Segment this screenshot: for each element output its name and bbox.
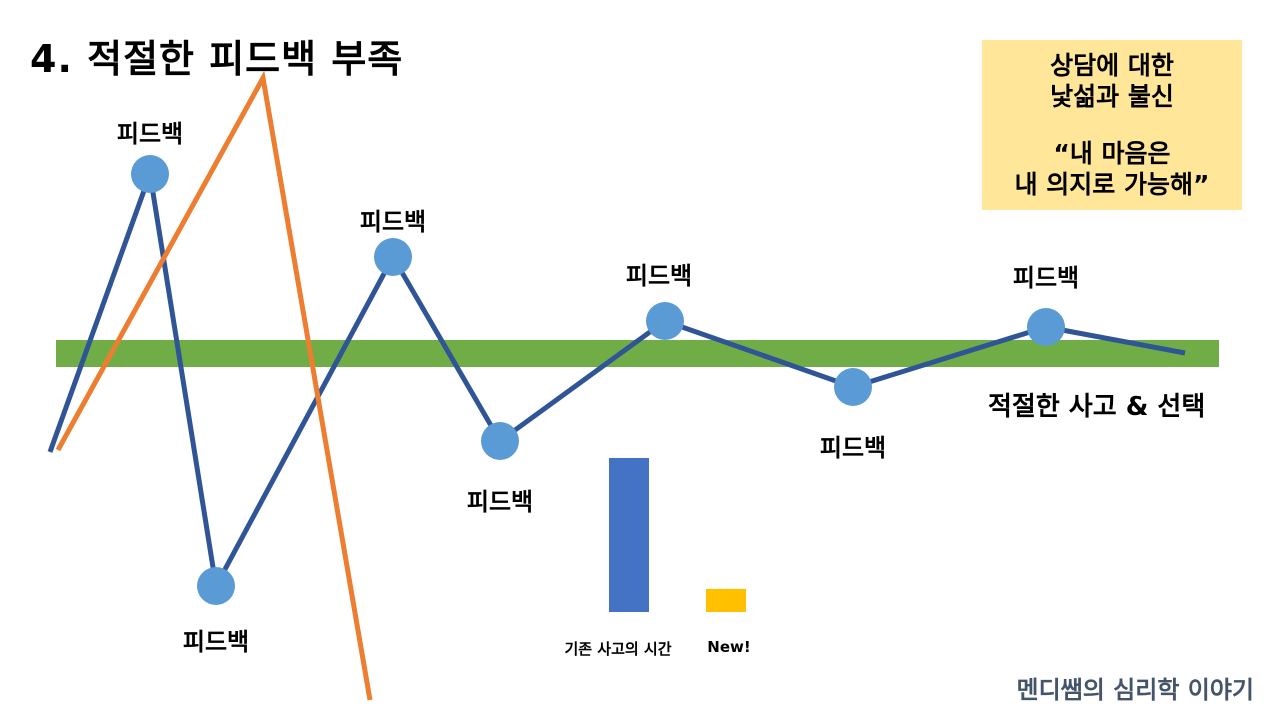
feedback-label: 피드백 xyxy=(182,628,250,656)
feedback-label: 피드백 xyxy=(359,208,427,236)
feedback-label: 피드백 xyxy=(625,262,693,290)
bar-existing-thinking xyxy=(609,458,649,612)
note-quote-line: “내 마음은 xyxy=(1053,139,1171,168)
feedback-label: 피드백 xyxy=(819,434,887,462)
feedback-node xyxy=(1027,308,1065,346)
page-title: 4. 적절한 피드백 부족 xyxy=(30,37,404,81)
time-comparison-bars xyxy=(609,458,746,612)
feedback-node xyxy=(374,238,412,276)
feedback-node xyxy=(646,302,684,340)
feedback-label: 피드백 xyxy=(116,120,184,148)
impulse-line xyxy=(55,70,373,701)
bar-label-existing-thinking: 기존 사고의 시간 xyxy=(564,640,672,658)
bar-new xyxy=(706,588,746,612)
note-box: 상담에 대한 낯섦과 불신 “내 마음은 내 의지로 가능해” xyxy=(982,40,1242,210)
feedback-label: 피드백 xyxy=(466,488,534,516)
baseline-label: 적절한 사고 & 선택 xyxy=(988,392,1206,422)
feedback-label: 피드백 xyxy=(1012,264,1080,292)
feedback-node xyxy=(131,155,169,193)
brand-caption: 멘디쌤의 심리학 이야기 xyxy=(1016,676,1254,704)
feedback-node xyxy=(197,567,235,605)
bar-label-new: New! xyxy=(707,638,751,656)
note-spacer xyxy=(982,112,1242,138)
note-quote-line: 내 의지로 가능해” xyxy=(1014,170,1210,199)
note-line: 상담에 대한 xyxy=(1050,51,1174,80)
feedback-node xyxy=(834,368,872,406)
feedback-node xyxy=(481,422,519,460)
note-line: 낯섦과 불신 xyxy=(1050,82,1174,111)
appropriate-thinking-baseline xyxy=(56,340,1219,367)
